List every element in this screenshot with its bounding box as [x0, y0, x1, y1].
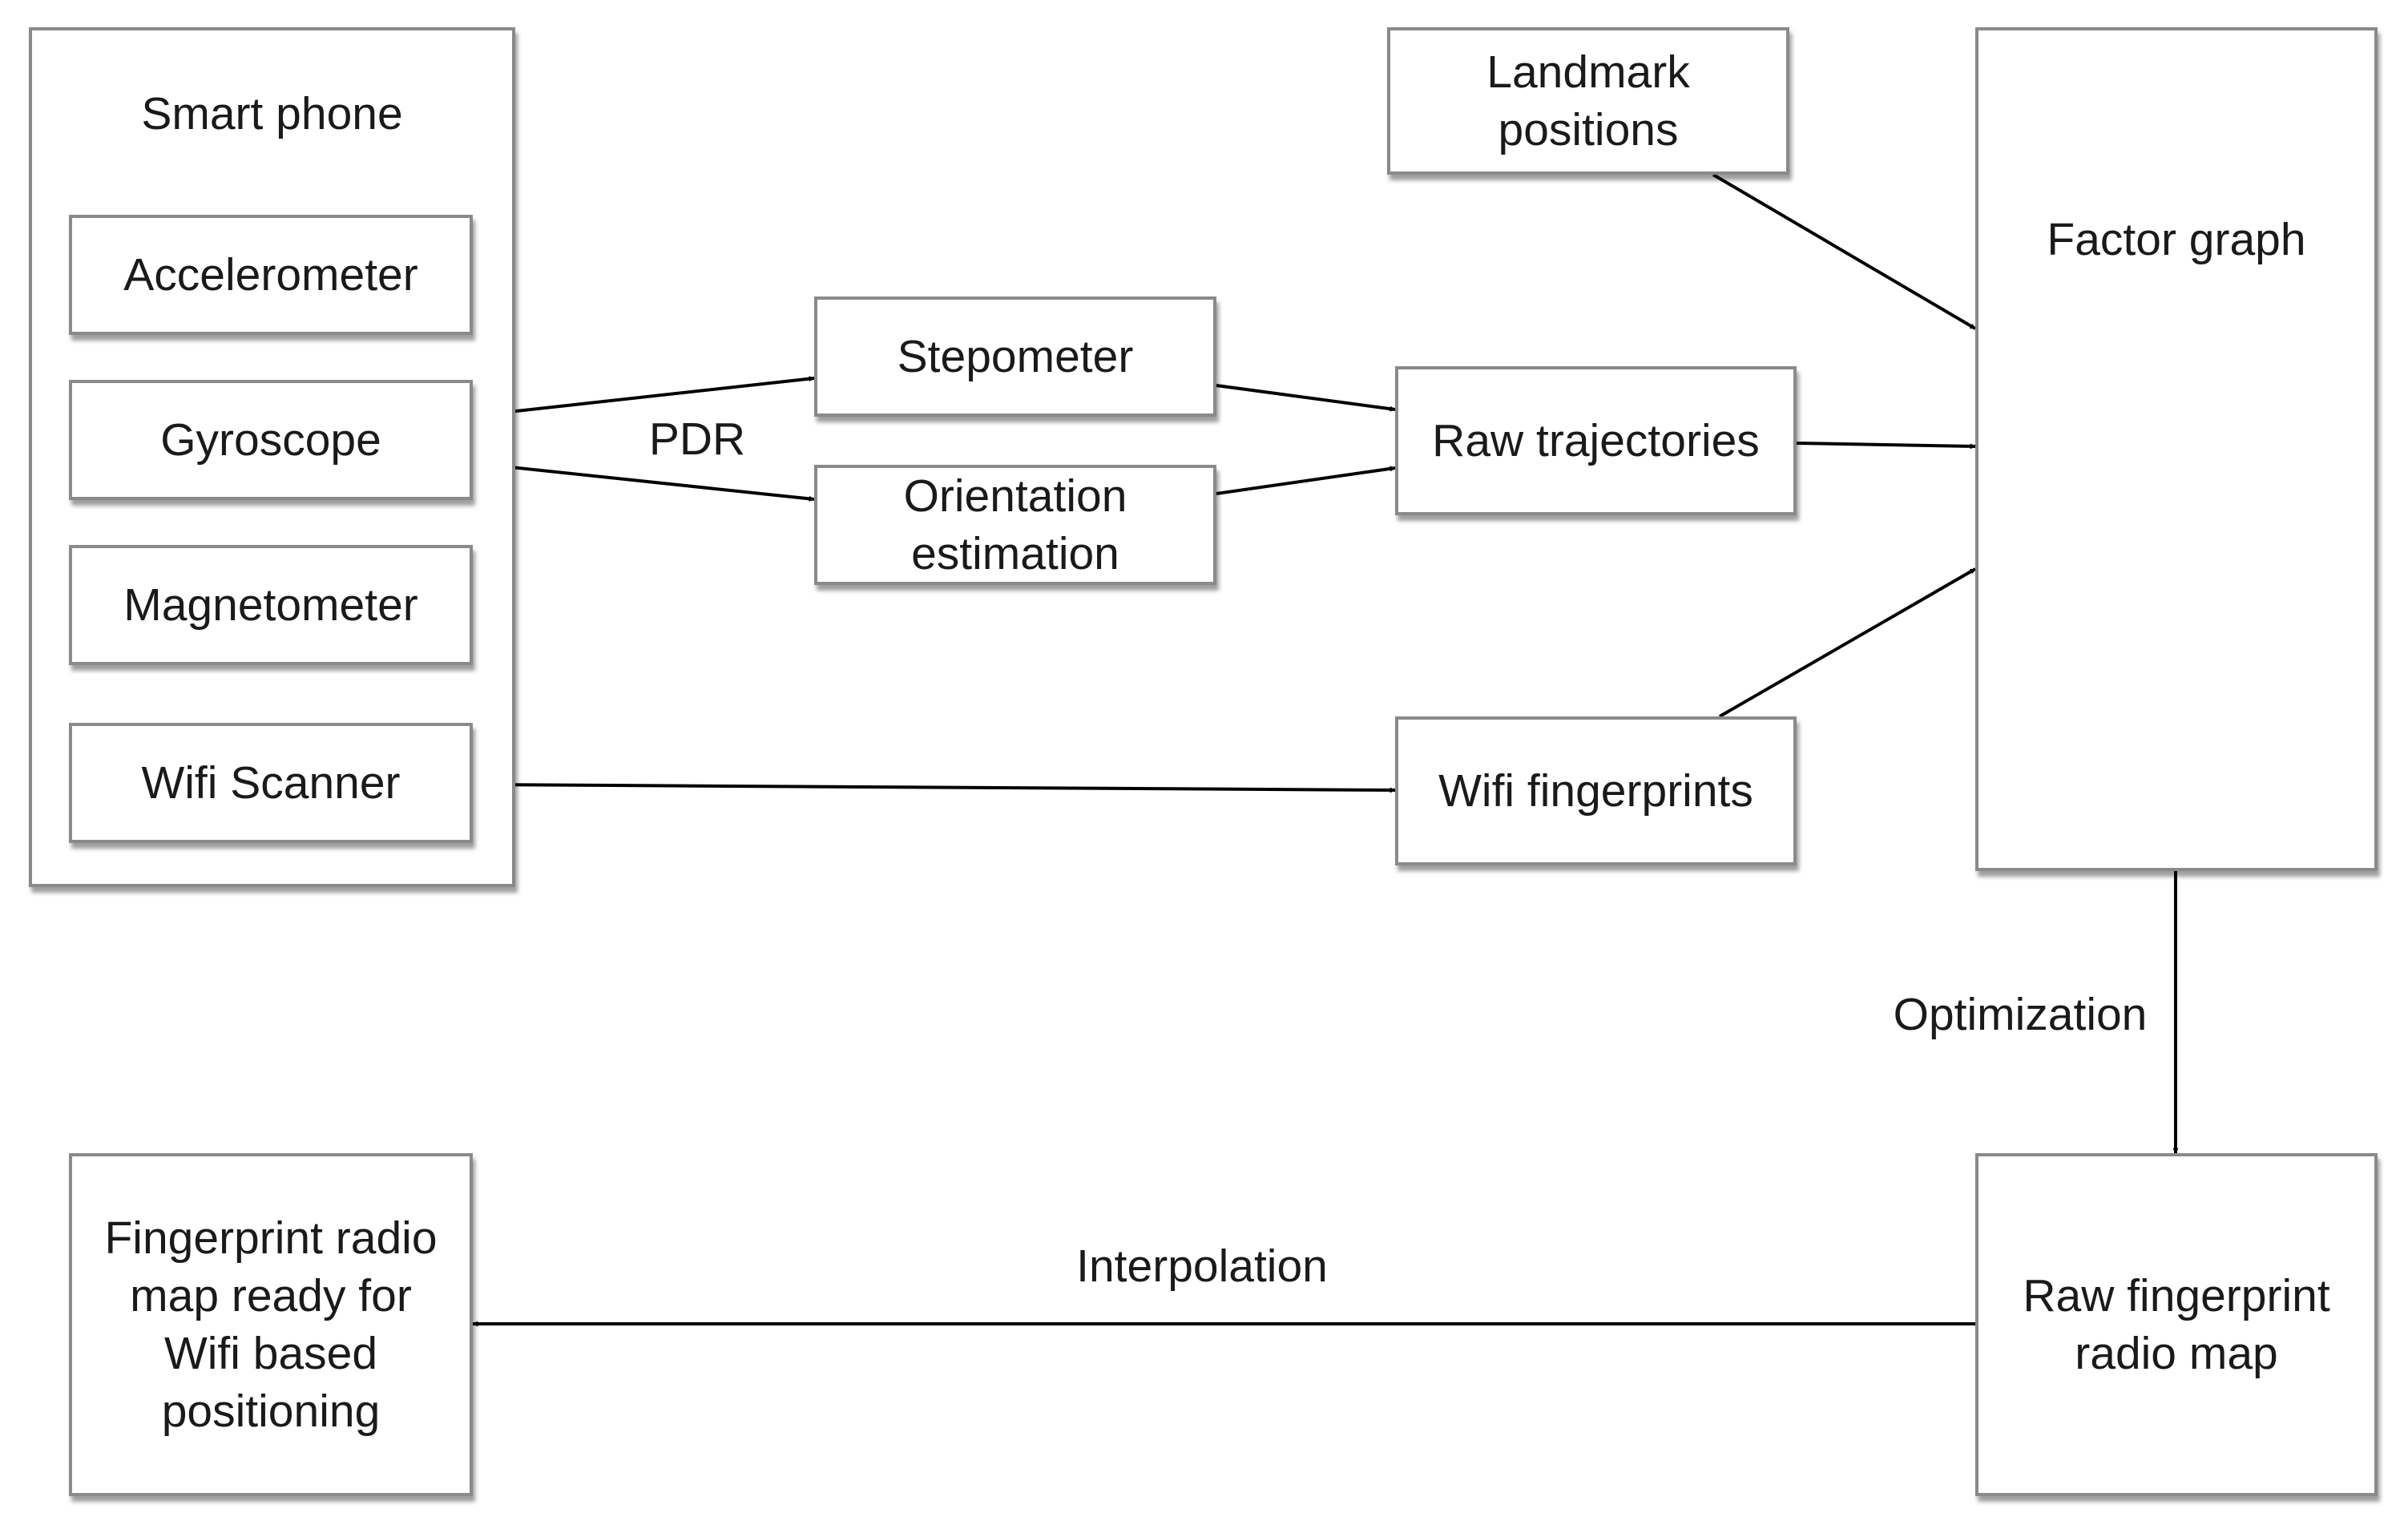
accelerometer-box: Accelerometer	[69, 215, 473, 335]
arrow-gyroscope-to-orientation	[472, 462, 815, 502]
landmark-positions-label: Landmark positions	[1486, 46, 1690, 155]
fingerprint-radio-map-ready-box: Fingerprint radio map ready for Wifi bas…	[69, 1153, 473, 1496]
raw-fingerprint-radio-map-label: Raw fingerprint radio map	[2023, 1270, 2330, 1379]
arrow-wifi-scanner-to-wifi-fingerprints	[472, 783, 1396, 793]
gyroscope-label: Gyroscope	[160, 414, 381, 466]
raw-fingerprint-radio-map-box: Raw fingerprint radio map	[1975, 1153, 2378, 1496]
arrow-stepometer-to-raw-trajectories	[1216, 384, 1396, 412]
arrow-landmark-to-factor-graph	[1712, 173, 1977, 330]
wifi-fingerprints-box: Wifi fingerprints	[1395, 716, 1797, 865]
pdr-label: PDR	[648, 414, 746, 465]
interpolation-label: Interpolation	[1076, 1241, 1328, 1292]
arrow-wifi-fingerprints-to-factor-graph	[1719, 567, 1976, 718]
magnetometer-label: Magnetometer	[123, 579, 418, 631]
factor-graph-label: Factor graph	[2047, 213, 2306, 265]
orientation-estimation-label: Orientation estimation	[903, 470, 1127, 579]
optimization-label: Optimization	[1893, 989, 2148, 1040]
raw-trajectories-label: Raw trajectories	[1432, 415, 1760, 466]
orientation-estimation-box: Orientation estimation	[814, 465, 1216, 585]
wifi-scanner-label: Wifi Scanner	[141, 757, 401, 809]
wifi-fingerprints-label: Wifi fingerprints	[1438, 765, 1753, 817]
stepometer-label: Stepometer	[897, 331, 1134, 382]
arrow-orientation-to-raw-trajectories	[1216, 466, 1396, 495]
magnetometer-box: Magnetometer	[69, 545, 473, 665]
landmark-positions-box: Landmark positions	[1387, 27, 1789, 175]
gyroscope-box: Gyroscope	[69, 380, 473, 500]
fingerprint-radio-map-ready-label: Fingerprint radio map ready for Wifi bas…	[104, 1212, 438, 1437]
factor-graph-box: Factor graph	[1975, 27, 2378, 871]
smart-phone-title: Smart phone	[141, 88, 403, 139]
arrow-raw-trajectories-to-factor-graph	[1796, 442, 1976, 450]
raw-trajectories-box: Raw trajectories	[1395, 366, 1797, 515]
accelerometer-label: Accelerometer	[123, 249, 418, 301]
arrow-gyroscope-to-stepometer	[472, 376, 815, 418]
wifi-scanner-box: Wifi Scanner	[69, 723, 473, 843]
stepometer-box: Stepometer	[814, 297, 1216, 417]
